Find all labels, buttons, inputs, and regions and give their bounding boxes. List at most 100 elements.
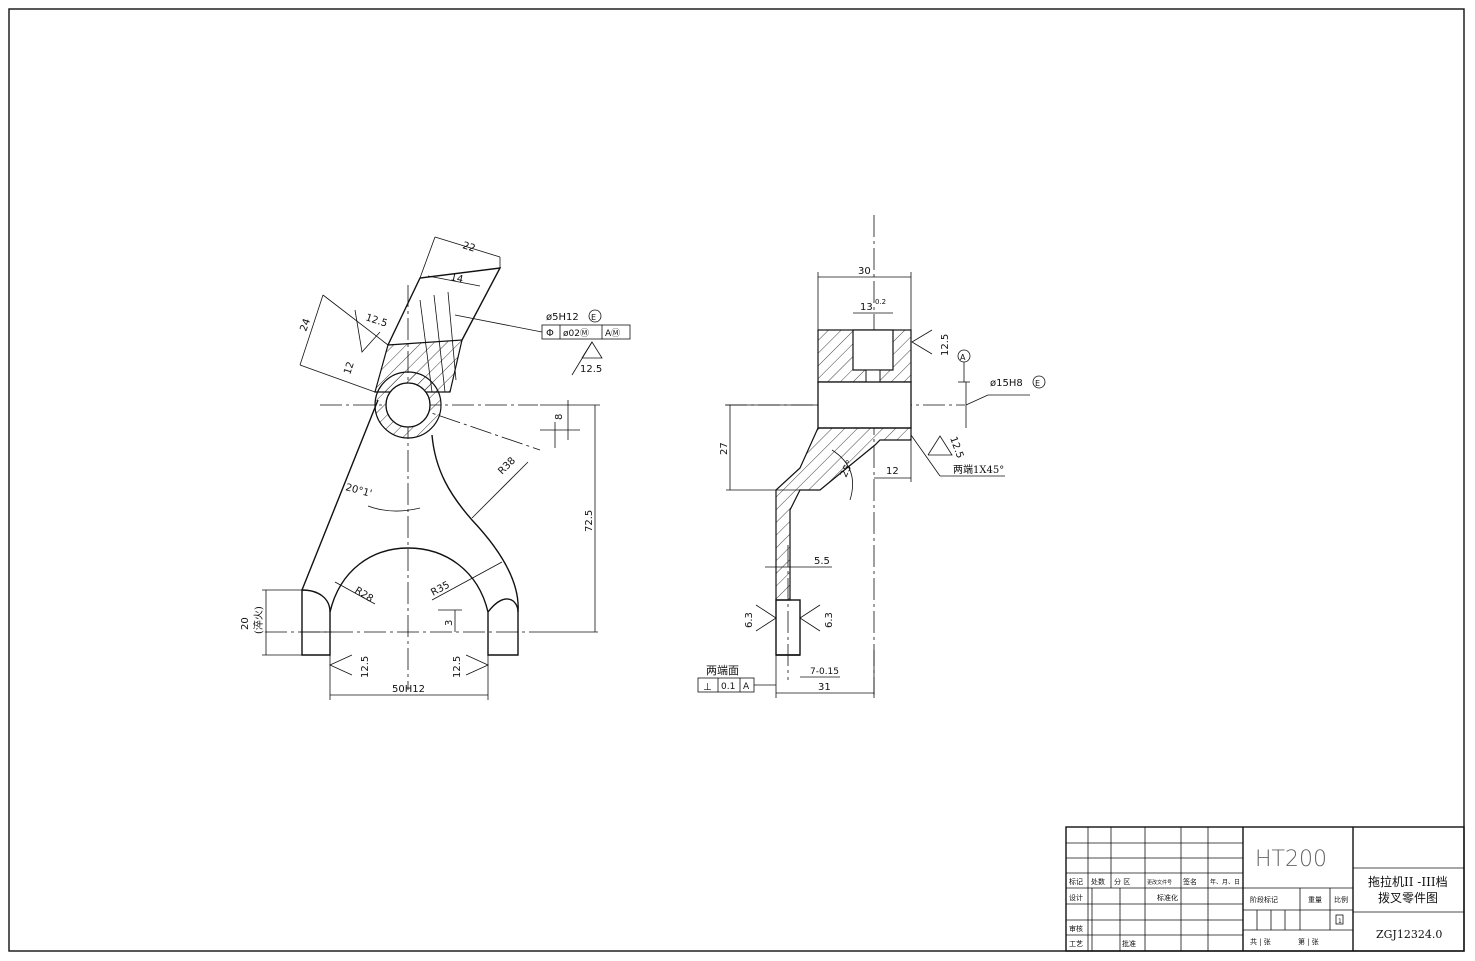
dim-24: 24 <box>298 317 313 333</box>
frame-symbol: Φ <box>546 328 554 339</box>
scale-box <box>1335 914 1344 925</box>
rough-63-left: 6.3 <box>744 612 755 628</box>
tb-sheet-no: 第 | 张 <box>1298 937 1319 946</box>
dim-31: 31 <box>818 682 831 693</box>
rough-left: 12.5 <box>360 656 371 678</box>
quench-note: (淬火) <box>252 606 265 634</box>
tb-scale-val: 1 <box>1338 918 1342 925</box>
fork-inner-arc <box>329 547 489 613</box>
r28-leader <box>334 581 376 605</box>
datum-a: A <box>960 353 966 362</box>
hdr-change: 更改文件号 <box>1147 879 1172 886</box>
bore-mark-circle <box>1032 375 1046 389</box>
rough-side-bot-symbol <box>927 435 953 456</box>
title-block-frame <box>1065 826 1465 952</box>
bore-mark: E <box>1035 379 1040 388</box>
dim-0-2: 0.2 <box>875 298 886 306</box>
dim-7: 7-0.15 <box>810 667 839 677</box>
fork-body-left <box>301 399 379 591</box>
dim-20: 20 <box>240 617 251 630</box>
material: HT200 <box>1255 847 1327 872</box>
rough-63-left-symbol <box>755 604 777 632</box>
rough-symbol-left <box>329 654 353 676</box>
hole-mark: E <box>591 313 596 322</box>
title-block: 标记 处数 分 区 更改文件号 签名 年、月、日 设计 标准化 审核 工艺 批准… <box>1065 826 1465 952</box>
tb-design: 设计 <box>1069 893 1083 902</box>
ends-label: 两端面 <box>706 664 739 677</box>
front-view: 22 14 24 12 12.5 ø5H12 E Φ ø02Ⓜ AⓂ 12.5 … <box>240 236 631 700</box>
tb-scale: 比例 <box>1334 895 1348 904</box>
fork-left-tip <box>301 589 331 656</box>
side-hole-slot <box>852 329 894 371</box>
perp-symbol: ⊥ <box>703 682 712 693</box>
side-hub-bottom <box>775 427 912 601</box>
perp-tol: 0.1 <box>721 682 735 692</box>
tb-sheets: 共 | 张 <box>1250 937 1271 946</box>
rough-symbol-right <box>465 654 489 676</box>
dim24-ext1 <box>322 294 389 346</box>
tb-stage: 阶段标记 <box>1250 895 1278 904</box>
fork-body-right <box>431 434 519 613</box>
dim-14: 14 <box>449 272 464 285</box>
title-line-1: 拖拉机II -III档 <box>1368 874 1448 889</box>
title-line-2: 拨叉零件图 <box>1378 891 1438 905</box>
r35-leader <box>431 561 503 601</box>
dim-27: 27 <box>719 442 730 455</box>
tb-review: 审核 <box>1069 924 1083 933</box>
hdr-date: 年、月、日 <box>1210 878 1240 886</box>
hdr-sign: 签名 <box>1183 877 1197 886</box>
dim-50h12: 50H12 <box>392 684 425 695</box>
boss-extension <box>387 267 502 346</box>
dim24-ext2 <box>299 364 376 393</box>
hole-line-1 <box>419 299 433 393</box>
dim22-line <box>434 236 501 258</box>
rough-symbol-top <box>354 309 381 353</box>
dim24-line <box>299 294 324 366</box>
dim-12-side: 12 <box>886 466 899 477</box>
rough-side-top: 12.5 <box>940 334 951 356</box>
drawing-number: ZGJ12324.0 <box>1376 928 1442 941</box>
rough-callout-leader <box>571 341 593 376</box>
dim14-line <box>427 275 481 287</box>
rough-side-bot: 12.5 <box>947 435 965 460</box>
angle-arc <box>367 505 421 512</box>
dim-72-5: 72.5 <box>584 510 595 532</box>
tb-approve: 批准 <box>1122 939 1136 948</box>
rough-callout: 12.5 <box>580 364 602 375</box>
hole-leader <box>454 314 543 333</box>
frame-reference: AⓂ <box>605 328 620 339</box>
hole-line-2 <box>433 294 446 393</box>
hole-mark-circle <box>588 309 602 323</box>
tb-weight: 重量 <box>1308 896 1322 904</box>
chamfer-note: 两端1X45° <box>953 463 1004 476</box>
angle25-arc <box>831 449 854 501</box>
rough-63-right: 6.3 <box>824 612 835 628</box>
side-bore <box>817 381 912 429</box>
tolerance-frame <box>541 324 631 340</box>
dim22-ext1 <box>419 236 436 279</box>
arm-axis <box>407 404 541 451</box>
dim-22: 22 <box>461 240 476 254</box>
tb-process: 工艺 <box>1069 940 1083 948</box>
frame-tolerance: ø02Ⓜ <box>563 328 589 339</box>
hub-bore <box>385 382 431 428</box>
dim-8: 8 <box>554 414 565 420</box>
rough-right: 12.5 <box>452 656 463 678</box>
dim-12-front: 12 <box>342 360 356 376</box>
r38-leader <box>471 461 529 519</box>
chamfer-leader <box>910 434 941 477</box>
side-hole-neck <box>865 369 881 383</box>
bore-spec: ø15H8 <box>990 378 1023 389</box>
rough-side-top-symbol <box>911 329 933 355</box>
drawing-border <box>8 8 1465 952</box>
hdr-zone: 分 区 <box>1114 877 1130 886</box>
dim-r38: R38 <box>496 455 518 477</box>
tb-standard: 标准化 <box>1157 893 1178 902</box>
rough-top: 12.5 <box>364 312 389 329</box>
bore-leader <box>965 394 989 406</box>
hdr-count: 处数 <box>1091 877 1105 886</box>
dim-angle-20: 20°1' <box>344 482 373 500</box>
dim-3: 3 <box>444 620 455 626</box>
dim-30: 30 <box>858 266 871 277</box>
